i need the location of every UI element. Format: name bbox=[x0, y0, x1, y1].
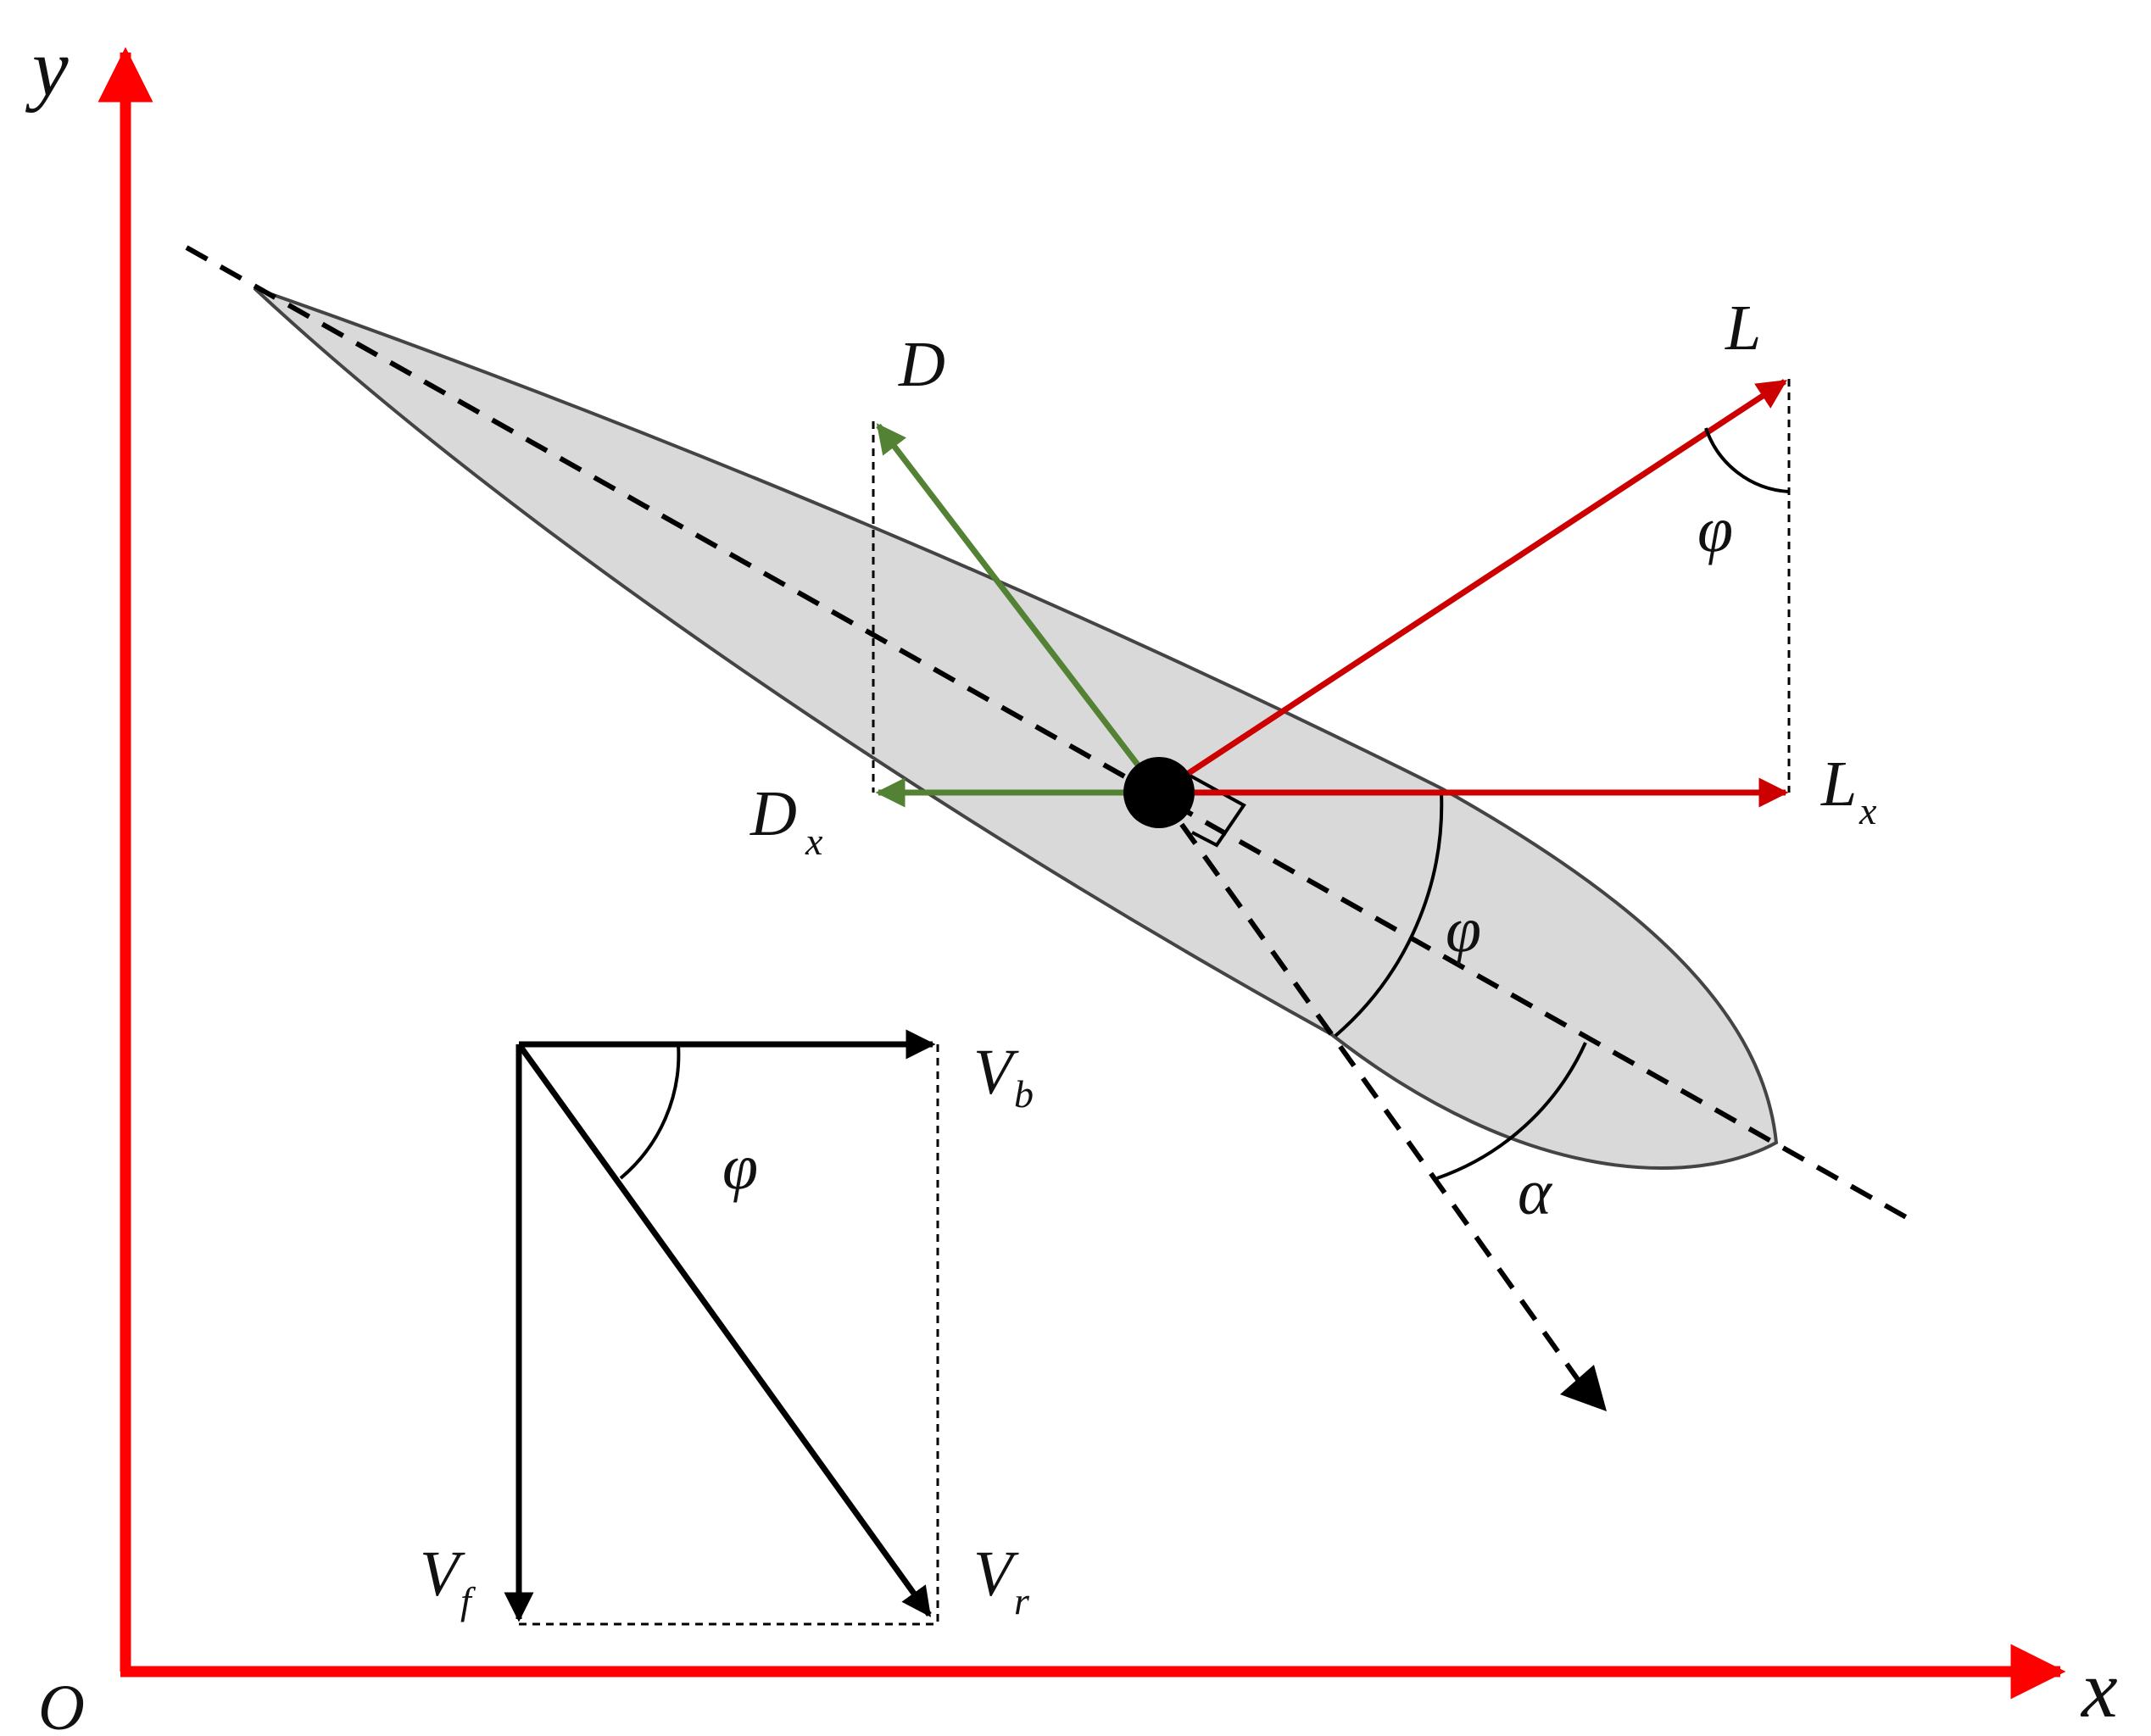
drag-x-label: D bbox=[750, 778, 797, 849]
v-f-label: V bbox=[420, 1538, 465, 1610]
drag-label: D bbox=[898, 329, 945, 400]
alpha-arc bbox=[1436, 1042, 1587, 1180]
origin-label: O bbox=[38, 1672, 85, 1736]
airfoil-section bbox=[253, 287, 1779, 1170]
lift-x-label: L bbox=[1820, 748, 1857, 820]
v-b-subscript: b bbox=[1014, 1072, 1034, 1116]
v-r-vector bbox=[516, 1042, 932, 1617]
pivot-point bbox=[1123, 757, 1195, 828]
drag-x-subscript: x bbox=[805, 820, 823, 863]
phi-triangle-label: φ bbox=[722, 1132, 758, 1203]
x-axis-label: x bbox=[2080, 1644, 2118, 1734]
relative-flow-arrowhead bbox=[1560, 1365, 1607, 1411]
v-r-subscript: r bbox=[1014, 1579, 1030, 1622]
v-b-label: V bbox=[973, 1037, 1019, 1108]
phi-arc-chord bbox=[1334, 792, 1444, 1038]
relative-flow-line bbox=[1156, 791, 1588, 1392]
phi-arc-lift bbox=[1704, 427, 1790, 493]
chord-line bbox=[185, 245, 1909, 1221]
phi-arc-triangle bbox=[619, 1043, 681, 1180]
drag-vector bbox=[876, 423, 1162, 795]
lift-label: L bbox=[1725, 292, 1761, 364]
phi-lift-label: φ bbox=[1697, 494, 1733, 565]
y-axis-label: y bbox=[25, 22, 69, 113]
v-r-label: V bbox=[973, 1538, 1019, 1610]
alpha-label: α bbox=[1518, 1157, 1553, 1228]
v-f-subscript: f bbox=[460, 1579, 476, 1622]
lift-x-subscript: x bbox=[1858, 789, 1877, 832]
lift-vector bbox=[1157, 379, 1787, 795]
phi-chord-label: φ bbox=[1446, 894, 1481, 965]
